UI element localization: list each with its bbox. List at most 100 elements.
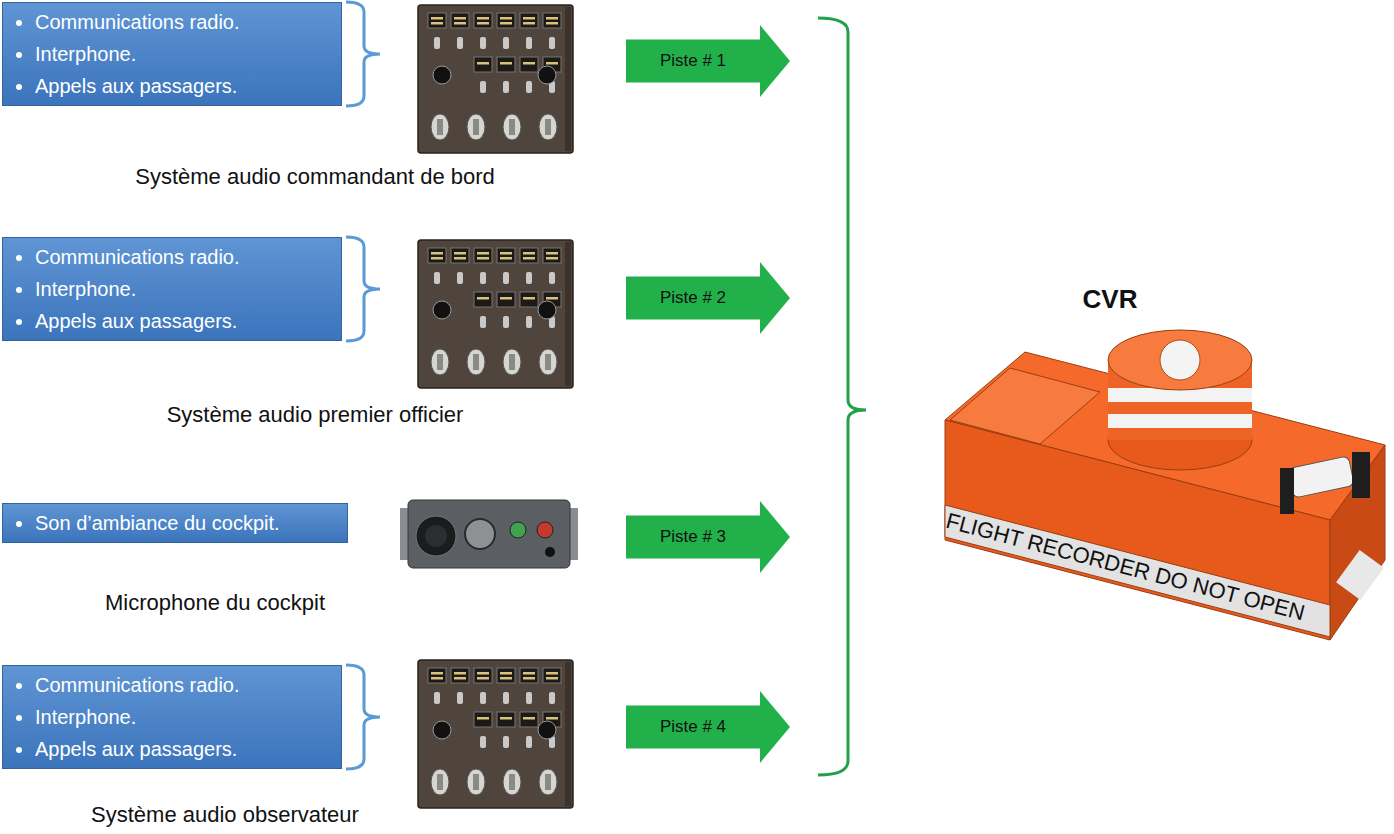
art-shape bbox=[480, 81, 486, 93]
art-shape bbox=[546, 62, 558, 65]
track-label: Piste # 1 bbox=[626, 25, 760, 97]
beacon-mount bbox=[1280, 468, 1294, 514]
art-shape bbox=[500, 252, 512, 255]
art-shape bbox=[520, 712, 538, 727]
source-item: Appels aux passagers. bbox=[35, 305, 329, 337]
audio-panel bbox=[418, 5, 573, 153]
art-shape bbox=[503, 272, 509, 284]
art-shape bbox=[437, 774, 443, 790]
art-shape bbox=[503, 692, 509, 704]
cockpit-microphone bbox=[400, 500, 578, 568]
art-shape bbox=[520, 248, 538, 263]
art-shape bbox=[549, 272, 555, 284]
art-shape bbox=[454, 17, 466, 20]
art-shape bbox=[454, 252, 466, 255]
art-shape bbox=[454, 677, 466, 680]
art-shape bbox=[537, 522, 553, 538]
art-shape bbox=[538, 66, 556, 84]
art-shape bbox=[549, 37, 555, 49]
art-shape bbox=[433, 721, 451, 739]
source-item: Interphone. bbox=[35, 273, 329, 305]
art-shape bbox=[526, 316, 532, 328]
art-shape bbox=[500, 257, 512, 260]
art-shape bbox=[546, 677, 558, 680]
art-shape bbox=[543, 13, 561, 28]
signal-source-box: Son d’ambiance du cockpit. bbox=[2, 503, 348, 543]
art-shape bbox=[545, 774, 551, 790]
signal-source-box: Communications radio.Interphone.Appels a… bbox=[2, 665, 342, 769]
art-shape bbox=[503, 736, 509, 748]
art-shape bbox=[451, 13, 469, 28]
art-shape bbox=[477, 297, 489, 300]
art-shape bbox=[523, 62, 535, 65]
art-shape bbox=[467, 114, 485, 140]
art-shape bbox=[477, 677, 489, 680]
art-shape bbox=[497, 13, 515, 28]
art-shape bbox=[428, 668, 446, 683]
art-shape bbox=[503, 316, 509, 328]
art-shape bbox=[473, 774, 479, 790]
art-shape bbox=[546, 17, 558, 20]
art-shape bbox=[418, 240, 573, 388]
art-shape bbox=[500, 22, 512, 25]
art-shape bbox=[503, 769, 521, 795]
arrow-fill bbox=[626, 691, 790, 763]
merge-bracket bbox=[818, 18, 866, 775]
art-shape bbox=[418, 660, 573, 808]
art-shape bbox=[477, 62, 489, 65]
art-shape bbox=[433, 66, 451, 84]
art-shape bbox=[538, 301, 556, 319]
art-shape bbox=[418, 5, 573, 153]
beacon-mount bbox=[1352, 452, 1370, 498]
component-caption: Microphone du cockpit bbox=[105, 590, 325, 616]
source-list: Communications radio.Interphone.Appels a… bbox=[11, 6, 329, 102]
reflective-band bbox=[1108, 414, 1252, 428]
art-shape bbox=[503, 37, 509, 49]
art-shape bbox=[545, 547, 555, 557]
track-label: Piste # 2 bbox=[626, 262, 760, 334]
art-shape bbox=[433, 301, 451, 319]
art-shape bbox=[437, 354, 443, 370]
art-shape bbox=[497, 57, 515, 72]
art-shape bbox=[457, 37, 463, 49]
art-shape bbox=[503, 81, 509, 93]
art-shape bbox=[500, 717, 512, 720]
art-shape bbox=[526, 736, 532, 748]
source-list: Communications radio.Interphone.Appels a… bbox=[11, 669, 329, 765]
source-item: Communications radio. bbox=[35, 669, 329, 701]
art-shape bbox=[451, 668, 469, 683]
art-shape bbox=[474, 668, 492, 683]
art-shape bbox=[477, 717, 489, 720]
art-shape bbox=[543, 668, 561, 683]
cockpit-voice-recorder bbox=[945, 330, 1385, 640]
source-item: Communications radio. bbox=[35, 6, 329, 38]
art-shape bbox=[565, 7, 571, 151]
art-shape bbox=[520, 13, 538, 28]
art-shape bbox=[480, 316, 486, 328]
art-shape bbox=[523, 677, 535, 680]
art-shape bbox=[500, 677, 512, 680]
signal-source-box: Communications radio.Interphone.Appels a… bbox=[2, 2, 342, 106]
art-shape bbox=[477, 17, 489, 20]
art-shape bbox=[543, 248, 561, 263]
art-shape bbox=[546, 672, 558, 675]
art-shape bbox=[526, 692, 532, 704]
source-list: Son d’ambiance du cockpit. bbox=[11, 507, 335, 539]
source-item: Communications radio. bbox=[35, 241, 329, 273]
art-shape bbox=[546, 297, 558, 300]
art-shape bbox=[431, 17, 443, 20]
art-shape bbox=[520, 292, 538, 307]
audio-panel bbox=[418, 660, 573, 808]
art-shape bbox=[477, 257, 489, 260]
art-shape bbox=[480, 692, 486, 704]
grouping-bracket bbox=[346, 237, 380, 341]
art-shape bbox=[434, 272, 440, 284]
art-shape bbox=[509, 119, 515, 135]
art-shape bbox=[503, 349, 521, 375]
art-shape bbox=[538, 721, 556, 739]
art-shape bbox=[454, 672, 466, 675]
source-item: Interphone. bbox=[35, 701, 329, 733]
underwater-beacon bbox=[1288, 456, 1355, 498]
art-shape bbox=[477, 252, 489, 255]
component-caption: Système audio premier officier bbox=[167, 402, 464, 428]
